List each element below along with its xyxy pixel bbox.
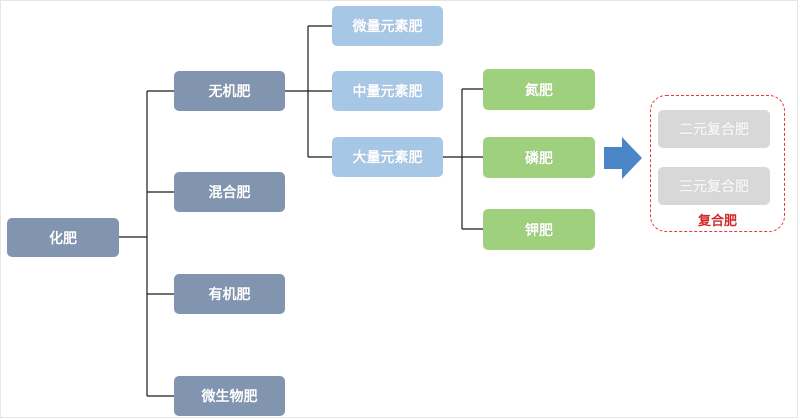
- node-label: 钾肥: [525, 222, 553, 239]
- node-label: 有机肥: [208, 287, 251, 303]
- node-label: 微量元素肥: [352, 19, 423, 35]
- node-micro-element-fertilizer: 微量元素肥: [332, 6, 443, 46]
- compound-fertilizer-group: [650, 95, 785, 232]
- node-label: 中量元素肥: [352, 84, 423, 100]
- node-label: 大量元素肥: [352, 150, 423, 166]
- node-medium-element-fertilizer: 中量元素肥: [332, 71, 443, 111]
- node-label: 化肥: [49, 230, 77, 247]
- node-microbial-fertilizer: 微生物肥: [174, 376, 285, 416]
- node-label: 三元复合肥: [679, 179, 749, 195]
- node-label: 无机肥: [208, 84, 251, 100]
- node-inorganic-fertilizer: 无机肥: [174, 71, 285, 111]
- node-organic-fertilizer: 有机肥: [174, 274, 285, 314]
- node-label: 二元复合肥: [679, 122, 749, 138]
- node-label: 氮肥: [525, 82, 553, 99]
- node-fertilizer: 化肥: [7, 218, 119, 257]
- node-mixed-fertilizer: 混合肥: [174, 172, 285, 212]
- compound-fertilizer-label: 复合肥: [697, 214, 737, 229]
- node-macro-element-fertilizer: 大量元素肥: [332, 137, 443, 177]
- node-label: 微生物肥: [201, 389, 258, 405]
- right-arrow-icon: [604, 137, 642, 179]
- node-phosphorus-fertilizer: 磷肥: [483, 137, 595, 178]
- node-label: 混合肥: [208, 185, 251, 201]
- node-label: 磷肥: [525, 150, 553, 167]
- node-ternary-compound-fertilizer: 三元复合肥: [658, 167, 770, 205]
- node-potassium-fertilizer: 钾肥: [483, 209, 595, 250]
- node-nitrogen-fertilizer: 氮肥: [483, 69, 595, 110]
- node-binary-compound-fertilizer: 二元复合肥: [658, 110, 770, 148]
